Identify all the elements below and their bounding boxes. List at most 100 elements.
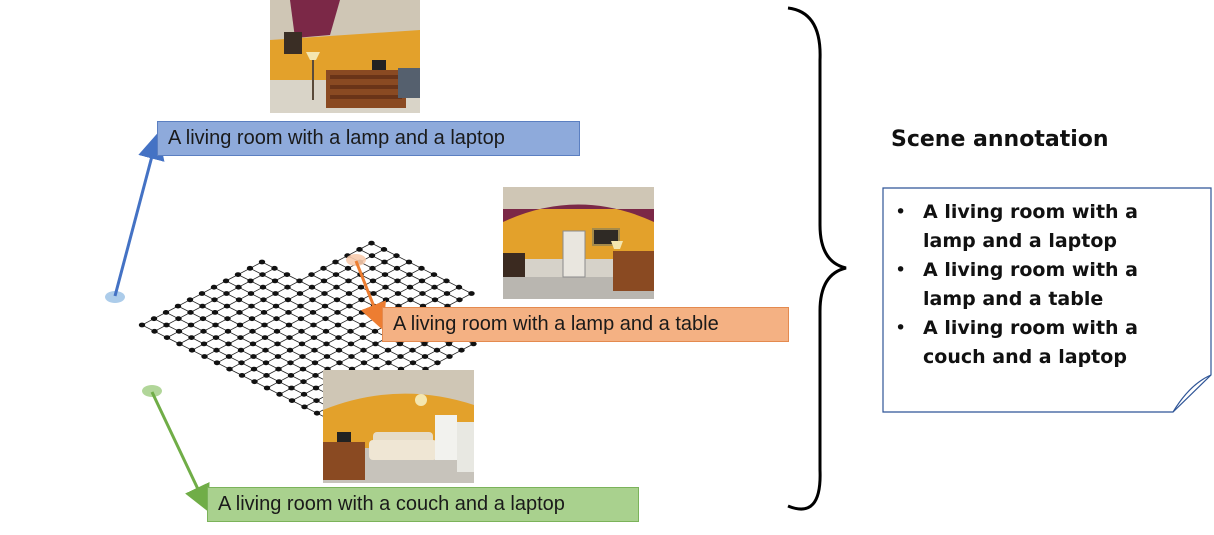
grid-node — [224, 316, 231, 322]
grid-node — [186, 297, 194, 303]
grid-node — [285, 310, 292, 315]
caption-lamp-laptop: A living room with a lamp and a laptop — [157, 121, 580, 156]
grid-node — [336, 360, 343, 366]
grid-node — [301, 404, 308, 410]
grid-node — [286, 335, 293, 340]
grid-node — [369, 265, 376, 271]
grid-node — [187, 310, 194, 315]
curly-brace — [787, 6, 847, 511]
grid-node — [248, 316, 256, 322]
grid-node — [431, 284, 438, 290]
grid-node — [323, 354, 331, 359]
grid-node — [434, 360, 441, 366]
grid-node — [406, 272, 413, 277]
grid-node — [443, 291, 451, 296]
grid-node — [320, 265, 327, 271]
grid-node — [470, 341, 477, 347]
grid-node — [226, 366, 233, 372]
grid-node — [297, 316, 305, 322]
grid-node — [348, 354, 355, 359]
grid-node — [236, 310, 243, 315]
grid-node — [288, 385, 295, 391]
grid-node — [394, 278, 401, 284]
grid-node — [276, 391, 283, 397]
grid-node — [345, 278, 352, 284]
grid-node — [211, 297, 218, 303]
grid-node — [271, 265, 278, 271]
grid-node — [310, 335, 318, 340]
grid-node — [455, 284, 463, 290]
grid-node — [384, 347, 392, 353]
grid-node — [298, 328, 305, 334]
grid-node — [223, 303, 231, 309]
grid-node — [246, 265, 254, 271]
grid-node — [198, 291, 206, 296]
grid-node — [222, 278, 230, 284]
grid-node — [335, 347, 343, 353]
grid-node — [188, 335, 195, 340]
grid-node — [225, 354, 233, 359]
grid-node — [163, 335, 171, 340]
grid-node — [234, 272, 242, 277]
grid-node — [212, 322, 219, 328]
grid-node — [284, 284, 291, 290]
grid-node — [236, 322, 244, 328]
grid-node — [237, 347, 245, 353]
grid-node — [299, 354, 306, 359]
scene-photo-lamp-laptop — [270, 0, 420, 113]
grid-node — [445, 341, 453, 347]
grid-node — [263, 385, 271, 391]
grid-node — [380, 247, 388, 252]
grid-node — [272, 291, 279, 296]
grid-node — [262, 360, 270, 366]
grid-node — [443, 278, 450, 284]
grid-node — [300, 379, 307, 385]
grid-node — [199, 316, 207, 322]
grid-node — [213, 360, 221, 366]
grid-node — [431, 297, 439, 303]
grid-node — [446, 354, 453, 359]
grid-node — [250, 354, 257, 359]
grid-node — [360, 347, 367, 353]
grid-node — [274, 354, 282, 359]
grid-node — [409, 360, 417, 366]
grid-node — [274, 341, 281, 347]
grid-node — [223, 291, 230, 296]
grid-node — [275, 379, 283, 385]
grid-node — [249, 341, 257, 347]
grid-node — [288, 398, 296, 403]
grid-node — [369, 278, 377, 284]
grid-node — [321, 291, 328, 296]
grid-node — [213, 347, 220, 353]
caption-couch-laptop: A living room with a couch and a laptop — [207, 487, 639, 522]
grid-node — [458, 347, 465, 353]
grid-node — [430, 272, 438, 277]
grid-node — [356, 247, 363, 252]
grid-node — [357, 284, 365, 290]
grid-node — [260, 310, 268, 315]
grid-node — [162, 310, 170, 315]
scene-photo-lamp-table — [503, 187, 654, 299]
grid-node — [409, 347, 416, 353]
grid-node — [300, 391, 308, 397]
grid-node — [299, 366, 307, 372]
node-marker-green — [142, 385, 162, 397]
grid-node — [286, 347, 294, 353]
grid-node — [308, 272, 315, 277]
grid-node — [260, 297, 267, 303]
grid-node — [346, 316, 354, 322]
grid-node — [332, 272, 340, 277]
grid-node — [393, 253, 400, 259]
grid-node — [309, 297, 316, 303]
grid-node — [406, 284, 414, 290]
grid-node — [370, 291, 377, 296]
grid-node — [249, 328, 256, 334]
grid-node — [238, 360, 245, 366]
grid-node — [235, 297, 243, 303]
grid-node — [187, 322, 195, 328]
grid-node — [263, 373, 270, 378]
grid-node — [468, 291, 475, 296]
grid-node — [421, 341, 428, 347]
grid-node — [323, 341, 330, 347]
arrow-blue — [113, 132, 165, 297]
